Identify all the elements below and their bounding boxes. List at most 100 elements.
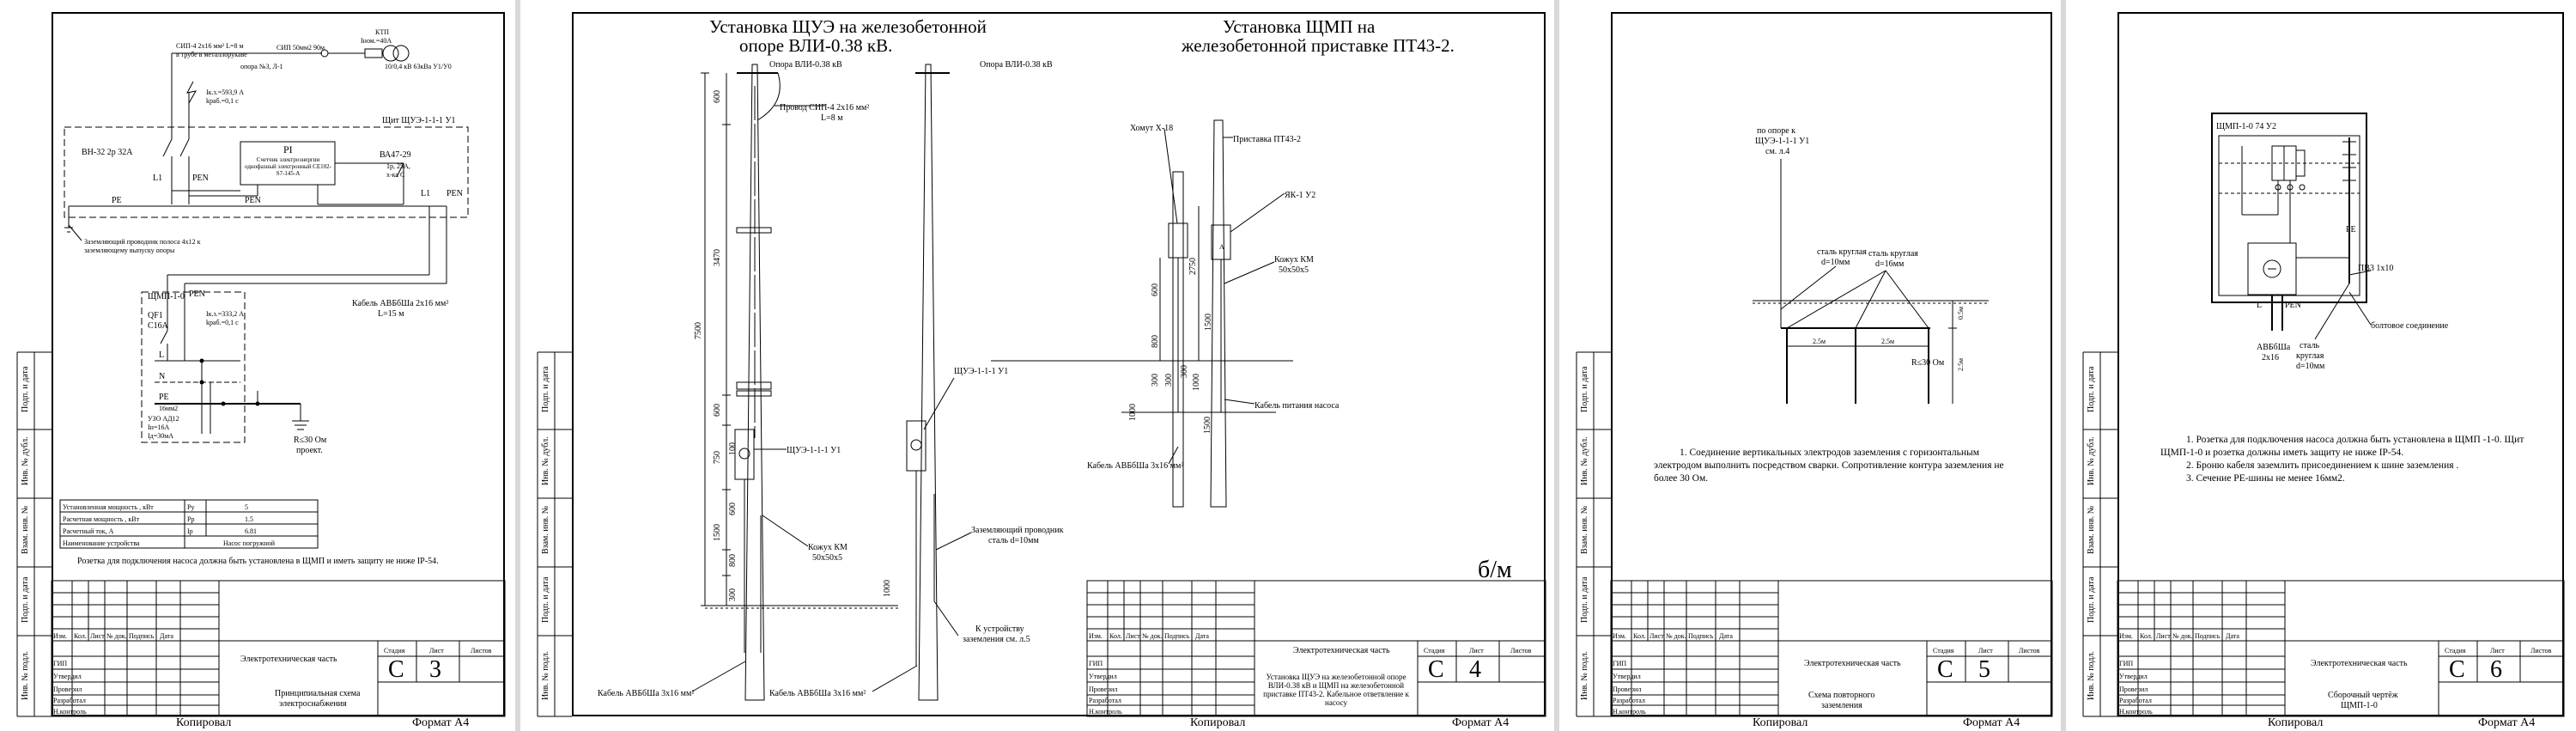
s1-col-stadia: Стадия [384,647,405,655]
to-support-label: по опоре к [1757,126,1795,136]
s1-margin-1: Инв. № дубл. [21,436,30,485]
cable-label: Кабель АВБбШа 2х16 мм² [352,299,448,308]
param-2-val: 6.81 [245,527,257,535]
s3-kopiroval: Копировал [1753,716,1808,729]
s1-margin-3: Подп. и дата [21,576,30,623]
breaker-right-label-1: ВА47-29 [380,150,411,160]
s4-title-line-1: Сборочный чертёж [2328,691,2398,700]
opora2-label: Опора ВЛИ-0.38 кВ [980,60,1053,70]
uzo-in-label: Iн=16А [148,423,169,431]
s2-col-list: Лист [1469,647,1484,655]
length-label: 2.5м [1957,358,1965,371]
kozhuh-left: Кожух КМ [808,543,848,552]
s2-margin-3: Подп. и дата [541,576,550,623]
sheet-4-note-1: 2. Броню кабеля заземлить присоединением… [2186,460,2459,471]
s4-stamp-col-0: Изм. [2119,632,2133,640]
s2-list: 4 [1469,656,1481,683]
s2-margin-4: Инв. № подл. [541,651,550,700]
pe-label: PE [112,196,122,205]
s1-section: Электротехническая часть [240,655,337,664]
sheet-2-drawing: Установка ЩУЭ на железобетонной опоре ВЛ… [537,16,1546,717]
s2-margin-2: Взам. инв. № [541,505,550,554]
kprab1-label: kраб.=0,1 с [206,97,239,105]
s3-margin-0: Подп. и дата [1580,366,1589,412]
s3-stamp-col-3: № док. [1666,632,1686,640]
ktp-params-label: 10/0,4 кВ 63кВа У1/У0 [385,63,452,70]
s1-kopiroval: Копировал [176,716,232,729]
dist1-label: 2.5м [1813,338,1826,345]
sheet-1: СИП-4 2х16 мм² L=8 м в трубе в металлору… [0,0,515,731]
s1-stamp-col-4: Подпись [129,632,155,640]
param-2-name: Расчетный ток, А [63,527,114,535]
s2-role-3: Разработал [1089,697,1121,704]
param-3-name: Наименование устройства [63,539,140,547]
param-2-sym: Iр [187,527,193,535]
r-label-s3: R≤30 Ом [1911,358,1945,368]
steel-round1-d: d=10мм [1821,258,1850,267]
s4-list: 6 [2490,656,2502,683]
steel-round1-label: сталь круглая [1817,247,1867,257]
s2-stamp-col-5: Дата [1195,632,1209,640]
meter-label: Счетчик электроэнергии однофазный электр… [245,156,331,177]
cable-right-label: Кабель АВБбШа 3х16 мм² [1087,461,1183,471]
sheet-4-drawing: ЩМП-1-0 74 У2 PE L PEN АВБбШа 2х16 [2082,113,2565,717]
dim-l-4: 750 [713,451,722,464]
s2-stamp-col-0: Изм. [1089,632,1103,640]
opora1-label: Опора ВЛИ-0.38 кВ [769,60,842,70]
s3-section: Электротехническая часть [1804,659,1901,668]
cable-left-label: Кабель АВБбШа 3х16 мм² [598,689,694,698]
s2-margin-0: Подп. и дата [541,366,550,412]
s1-stamp-col-1: Кол. [74,632,87,640]
s1-stamp-col-2: Лист [90,632,105,640]
box-label: ЩМП-1-0 74 У2 [2216,122,2276,131]
shue-left-label: ЩУЭ-1-1-1 У1 [787,446,841,455]
param-1-name: Расчетная мощность , кВт [63,515,140,523]
s4-col-list: Лист [2490,647,2505,655]
dim-l-6: 600 [728,503,738,515]
s4-stamp-col-1: Кол. [2140,632,2153,640]
cable-top-label: СИП-4 2х16 мм² L=8 м [176,42,244,50]
dim-l-5: 100 [728,442,738,455]
sheet-1-note: Розетка для подключения насоса должна бы… [77,557,439,566]
breaker-right-label-3: х-ка С [386,171,404,179]
s1-list: 3 [429,656,441,683]
s3-margin-2: Взам. инв. № [1580,505,1589,554]
s4-stamp-col-3: № док. [2172,632,2193,640]
s2-stamp-col-3: № док. [1142,632,1163,640]
s4-margin-1: Инв. № дубл. [2087,436,2096,485]
s3-title-line-1: Схема повторного [1808,691,1874,700]
dim-r-8: 1000 [1192,374,1201,391]
param-1-sym: Рр [187,515,194,523]
s1-role-3: Разработал [53,697,86,704]
c16a-label: С16А [148,321,169,331]
title-1-line-1: Установка ЩУЭ на железобетонной [709,16,987,37]
s4-stadia: С [2449,656,2465,683]
support-label: опора №3, Л-1 [240,63,283,70]
ikz1-label: Iк.з.=593,9 А [206,88,244,96]
s2-format: Формат А4 [1452,716,1510,729]
sheet-1-frame [52,12,505,716]
s1-stamp-col-3: № док. [106,632,127,640]
steel-round2-d: d=16мм [1875,259,1905,269]
sheet-3-drawing: по опоре к ЩУЭ-1-1-1 У1 см. л.4 сталь кр… [1576,126,2053,717]
s4-role-2: Проверил [2119,685,2148,693]
s4-role-0: ГИП [2119,660,2133,667]
dim-mid-1000: 1000 [883,580,892,597]
s4-role-3: Разработал [2119,697,2152,704]
s4-margin-4: Инв. № подл. [2087,651,2096,700]
pen-bus-label: PEN [245,196,261,205]
pe-bus-label: PE [159,393,169,402]
s1-stamp-col-0: Изм. [53,632,67,640]
bm-label: б/м [1478,557,1512,583]
s1-col-listov: Листов [471,647,492,655]
kozhuh2-label: Кожух КМ [1274,255,1314,265]
wire-label: Провод СИП-4 2х16 мм² [780,103,869,113]
s2-margin-1: Инв. № дубл. [541,436,550,485]
s2-role-4: Н.контроль [1089,708,1122,716]
s2-role-2: Проверил [1089,685,1117,693]
l1-left-label: L1 [153,174,162,183]
dim-l-7: 1500 [713,524,722,541]
s2-stadia: С [1428,656,1444,683]
l1-right-label: L1 [421,189,430,198]
sheet-3: по опоре к ЩУЭ-1-1-1 У1 см. л.4 сталь кр… [1559,0,2061,731]
